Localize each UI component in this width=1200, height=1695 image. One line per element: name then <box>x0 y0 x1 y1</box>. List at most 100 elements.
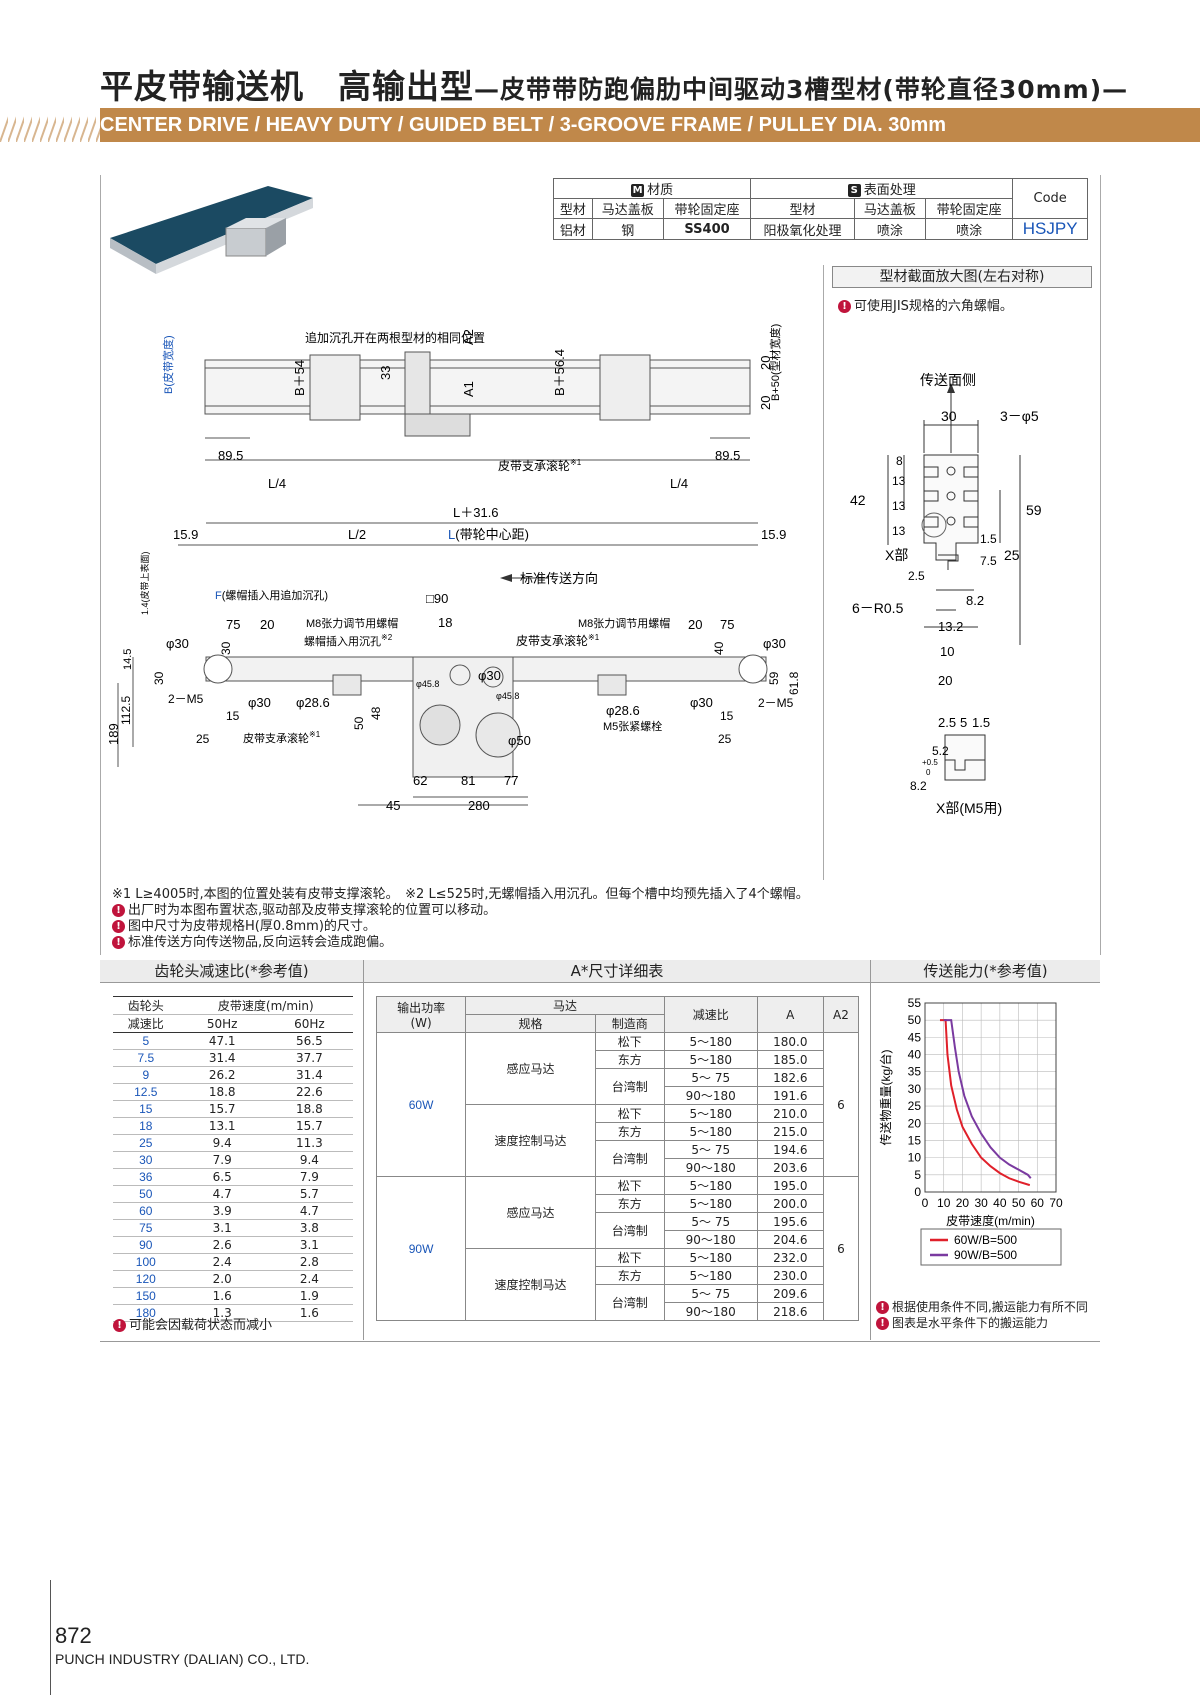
dim-62: 62 <box>413 773 427 788</box>
col-value: 钢 <box>591 218 664 240</box>
info-icon: ! <box>113 1319 126 1332</box>
series-line-60w <box>939 1019 1031 1187</box>
maker-cell: 松下 <box>594 1248 665 1267</box>
legend-label: 90W/B=500 <box>954 1248 1017 1262</box>
a-value-cell: 232.0 <box>756 1248 824 1267</box>
speed-value: 15.7 <box>265 1117 353 1135</box>
dim-sq90: □90 <box>426 591 448 606</box>
info-icon: ! <box>876 1301 889 1314</box>
label-nut-hole: 螺帽插入用沉孔※2 <box>304 633 393 648</box>
adim-head-power: 输出功率(W) <box>375 996 467 1033</box>
dim-20a-front: 20 <box>260 617 274 632</box>
dim-159b: 15.9 <box>761 527 786 542</box>
drawing-frame-right <box>1100 175 1101 955</box>
dim-82: 8.2 <box>966 593 984 608</box>
speed-value: 2.4 <box>265 1270 353 1288</box>
a-value-cell: 195.6 <box>756 1212 824 1231</box>
info-icon: ! <box>112 904 125 917</box>
speed-value: 6.5 <box>178 1168 266 1186</box>
ratio-range-cell: 90～180 <box>663 1302 758 1321</box>
dim-13c: 13 <box>892 524 906 538</box>
label-x: X部 <box>885 547 908 563</box>
col-value: 阳极氧化处理 <box>750 218 855 240</box>
dim-45: 45 <box>386 798 400 813</box>
ratio-range-cell: 5～180 <box>663 1122 758 1141</box>
ratio-range-cell: 5～ 75 <box>663 1212 758 1231</box>
col-head: 马达盖板 <box>591 198 664 219</box>
section-view-drawing: 传送面侧 30 3－φ5 42 8 13 13 13 59 25 1.5 7.5… <box>850 372 1042 816</box>
col-value: 喷涂 <box>924 218 1014 240</box>
speed-value: 37.7 <box>265 1049 353 1067</box>
dim-8: 8 <box>896 454 903 468</box>
adim-head-motor: 马达 <box>465 996 665 1015</box>
x-dim-tol: +0.5 <box>922 758 938 767</box>
label-roller2: 皮带支承滚轮※1 <box>243 730 321 745</box>
col-head: 型材 <box>750 198 855 219</box>
label-m5a: 2－M5 <box>168 692 204 706</box>
ratio-value: 30 <box>113 1151 179 1169</box>
dim-15: 1.5 <box>980 532 997 546</box>
ratio-range-cell: 5～180 <box>663 1104 758 1123</box>
bottom-divider-2 <box>870 960 871 1340</box>
speed-value: 7.9 <box>265 1168 353 1186</box>
bottom-divider-1 <box>363 960 364 1340</box>
x-tick-label: 20 <box>956 1196 970 1210</box>
a-value-cell: 191.6 <box>756 1086 824 1105</box>
dim-25b: 2.5 <box>908 569 925 583</box>
note-3: !图中尺寸为皮带规格H(厚0.8mm)的尺寸。 <box>112 919 809 935</box>
x-dim-e: 8.2 <box>910 779 927 793</box>
dim-145: 14.5 <box>122 649 134 670</box>
x-dim-c: 1.5 <box>972 715 990 730</box>
ratio-section-title: 齿轮头减速比(*参考值) <box>100 960 363 983</box>
dim-13a: 13 <box>892 474 906 488</box>
info-icon: ! <box>876 1317 889 1330</box>
title-main: 平皮带输送机 高输出型 <box>100 67 474 106</box>
dim-159a: 15.9 <box>173 527 198 542</box>
x-dim-b: 5 <box>960 715 967 730</box>
maker-cell: 东方 <box>594 1050 665 1069</box>
section-view-title: 型材截面放大图(左右对称) <box>832 266 1092 288</box>
title-sub: —皮带带防跑偏肋中间驱动3槽型材(带轮直径30mm)— <box>474 75 1129 104</box>
banner-text: CENTER DRIVE / HEAVY DUTY / GUIDED BELT … <box>100 114 947 136</box>
speed-value: 2.6 <box>178 1236 266 1254</box>
maker-cell: 台湾制 <box>594 1212 665 1249</box>
speed-value: 9.4 <box>178 1134 266 1152</box>
label-b564: B＋56.4 <box>552 349 567 396</box>
dim-15b: 15 <box>720 709 734 723</box>
ratio-head-2: 皮带速度(m/min) <box>178 996 353 1015</box>
capacity-note-1: !根据使用条件不同,搬运能力有所不同 <box>876 1299 1088 1315</box>
speed-value: 22.6 <box>265 1083 353 1101</box>
motor-type-cell: 感应马达 <box>465 1032 596 1105</box>
a-value-cell: 185.0 <box>756 1050 824 1069</box>
dim-895a: 89.5 <box>218 448 243 463</box>
ratio-note: !可能会因载荷状态而减小 <box>113 1314 272 1333</box>
x-tick-label: 0 <box>922 1196 929 1210</box>
label-roller-front: 皮带支承滚轮※1 <box>516 633 600 648</box>
dim-33: 33 <box>378 366 393 380</box>
speed-value: 7.9 <box>178 1151 266 1169</box>
product-code: HSJPY <box>1012 218 1088 240</box>
a-value-cell: 215.0 <box>756 1122 824 1141</box>
dim-l2: L/2 <box>348 527 366 542</box>
label-b: B(皮带宽度) <box>161 335 175 394</box>
x-axis-label: 皮带速度(m/min) <box>946 1213 1035 1228</box>
dim-20b-front: 20 <box>688 617 702 632</box>
speed-value: 13.1 <box>178 1117 266 1135</box>
ratio-range-cell: 5～180 <box>663 1032 758 1051</box>
dim-40: 40 <box>712 641 726 655</box>
y-axis-label: 传送物重量(kg/台) <box>878 1049 893 1145</box>
ratio-value: 18 <box>113 1117 179 1135</box>
motor-type-cell: 感应马达 <box>465 1176 596 1249</box>
y-tick-label: 10 <box>908 1151 922 1165</box>
ratio-value: 75 <box>113 1219 179 1237</box>
x-detail-label: X部(M5用) <box>936 800 1002 816</box>
maker-cell: 松下 <box>594 1176 665 1195</box>
note-2: !出厂时为本图布置状态,驱动部及皮带支撑滚轮的位置可以移动。 <box>112 903 809 919</box>
